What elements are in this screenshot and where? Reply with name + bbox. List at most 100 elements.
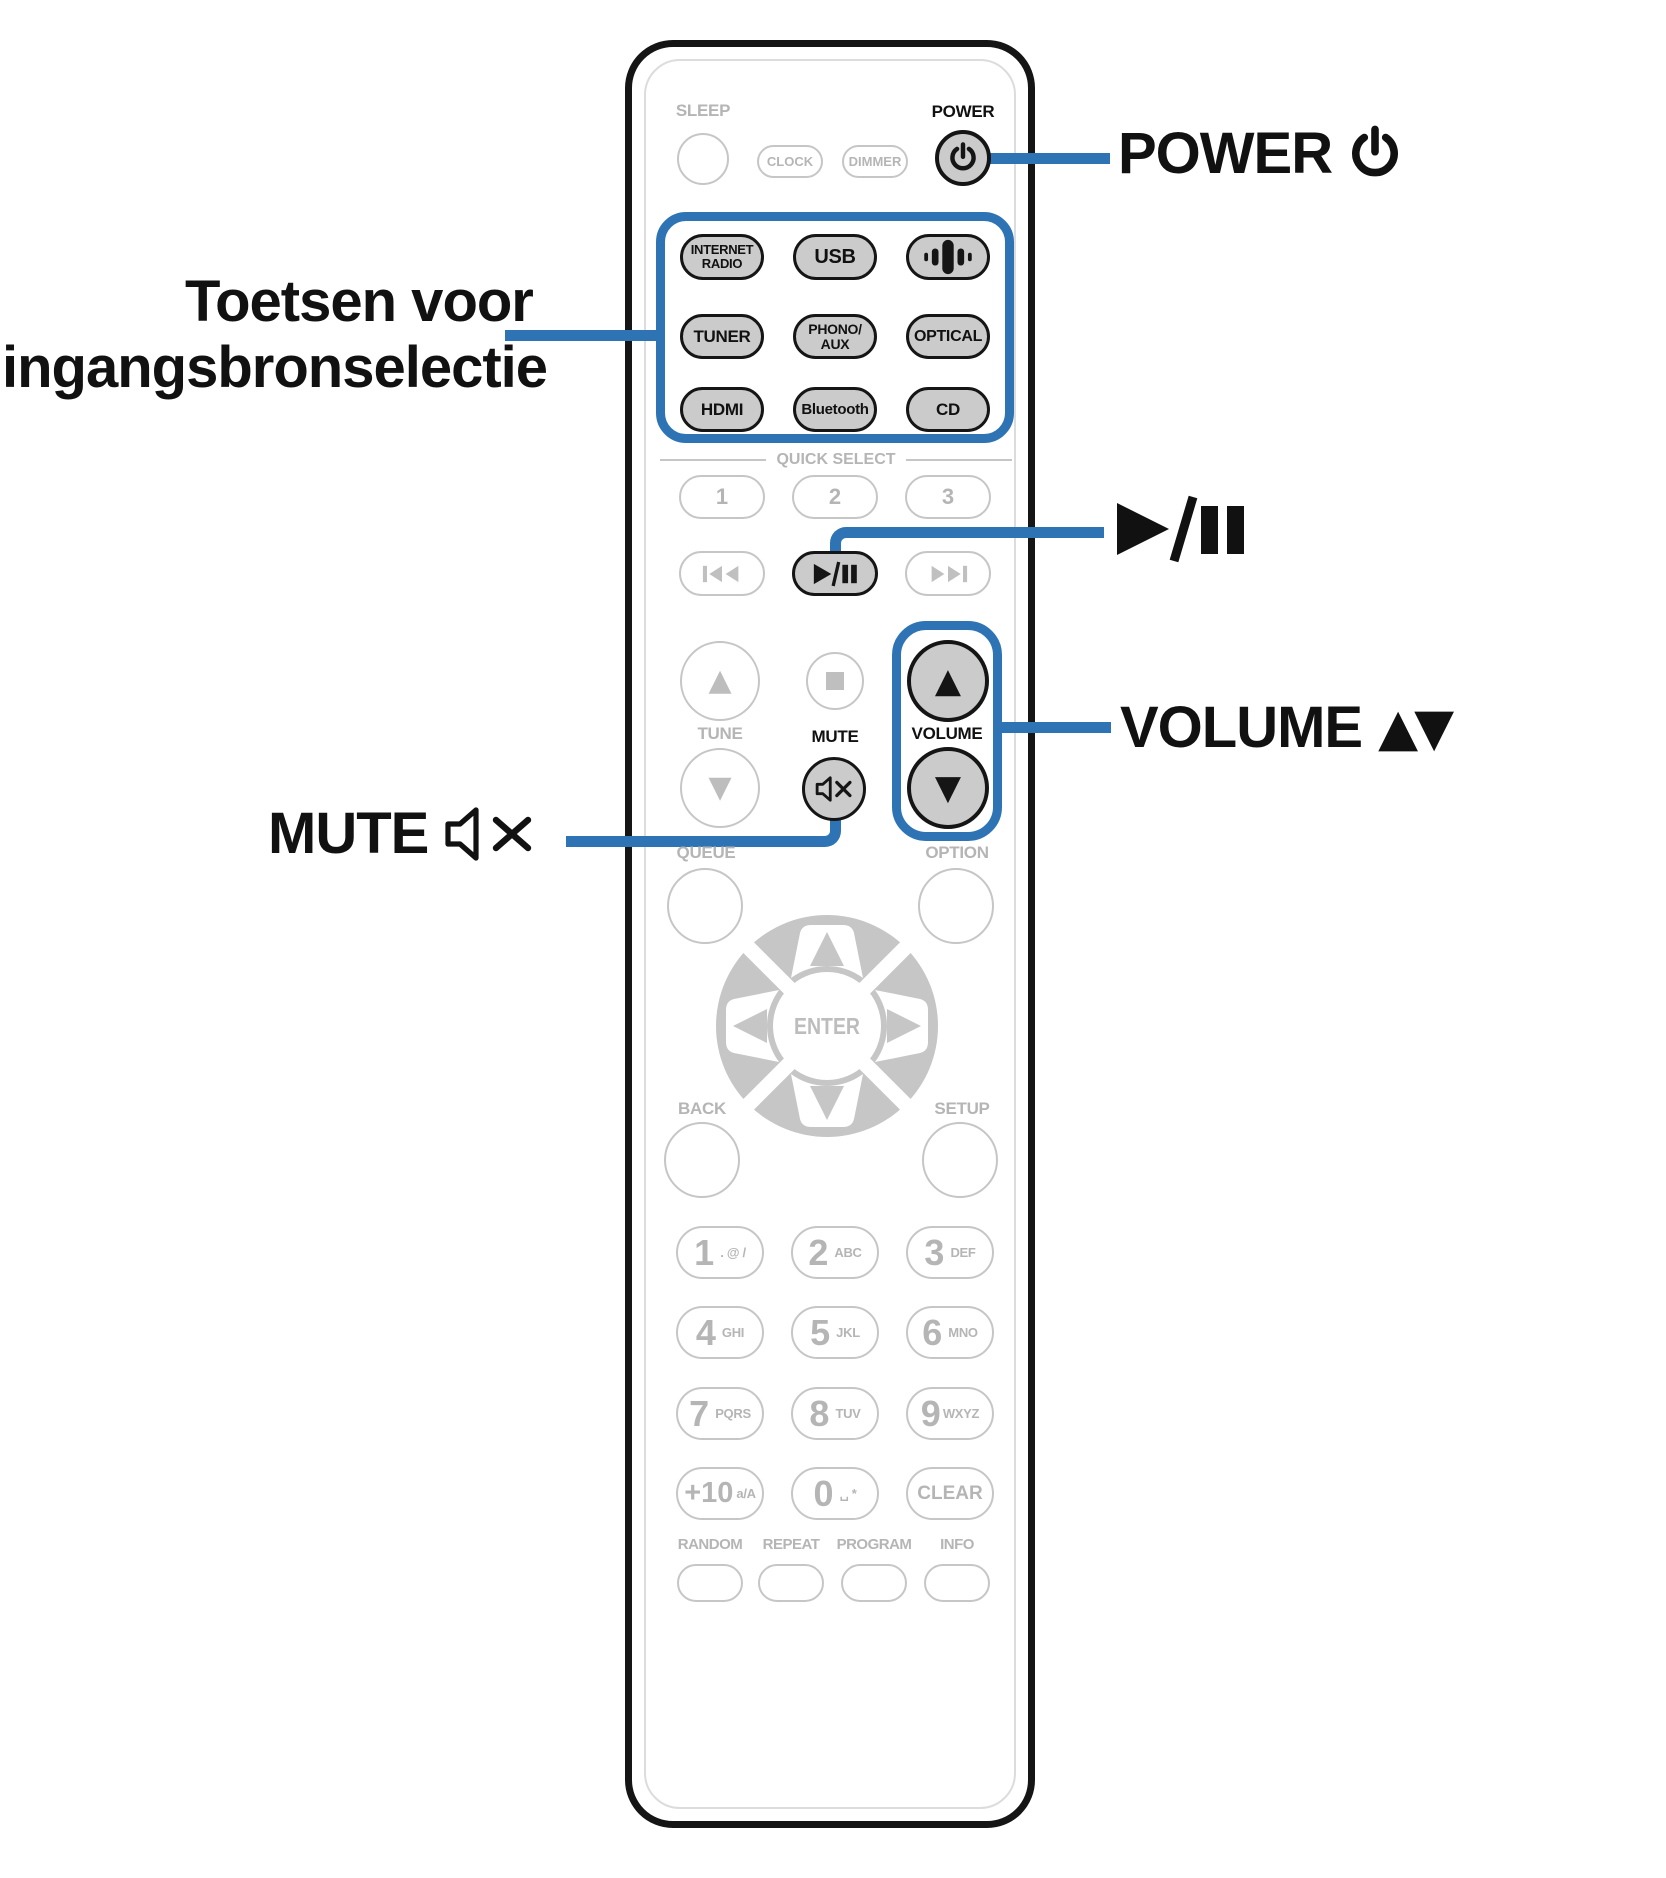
dpad-left-icon bbox=[733, 1009, 767, 1043]
tune-label: TUNE bbox=[697, 724, 743, 743]
dpad-down-icon bbox=[810, 1086, 844, 1120]
tune-down-button[interactable]: ▼ bbox=[680, 748, 760, 828]
source-connector-line bbox=[505, 330, 657, 341]
skip-back-button[interactable] bbox=[679, 551, 765, 596]
volume-connector-line bbox=[999, 722, 1111, 733]
power-callout-text: POWER bbox=[1118, 121, 1333, 186]
queue-button[interactable] bbox=[667, 868, 743, 944]
stop-icon bbox=[826, 672, 844, 690]
key-1-button[interactable]: 1. @ / bbox=[676, 1226, 764, 1279]
dpad-left-button bbox=[726, 990, 779, 1062]
skip-back-icon bbox=[702, 565, 739, 582]
usb-button[interactable]: USB bbox=[793, 234, 877, 280]
network-icon bbox=[924, 239, 972, 275]
quick-select-title: QUICK SELECT bbox=[776, 451, 896, 468]
volume-callout-arrows-icon: ▲▼ bbox=[1378, 697, 1454, 758]
quick-select-3-button[interactable]: 3 bbox=[905, 475, 991, 519]
enter-label: ENTER bbox=[794, 1013, 860, 1039]
sleep-label: SLEEP bbox=[675, 101, 731, 120]
dpad-right-icon bbox=[887, 1009, 921, 1043]
play-pause-button[interactable] bbox=[792, 551, 878, 596]
power-button[interactable] bbox=[935, 130, 991, 186]
skip-forward-button[interactable] bbox=[905, 551, 991, 596]
clock-button[interactable]: CLOCK bbox=[757, 145, 823, 178]
queue-label: QUEUE bbox=[676, 843, 736, 862]
play-pause-connector-line bbox=[830, 527, 1104, 557]
back-label: BACK bbox=[678, 1099, 726, 1118]
back-button[interactable] bbox=[664, 1122, 740, 1198]
skip-forward-icon bbox=[931, 565, 968, 582]
dimmer-button[interactable]: DIMMER bbox=[842, 145, 908, 178]
repeat-label: REPEAT bbox=[762, 1536, 820, 1553]
random-button[interactable] bbox=[677, 1564, 743, 1602]
setup-label: SETUP bbox=[934, 1099, 990, 1118]
mute-button[interactable] bbox=[802, 757, 866, 821]
power-callout-icon bbox=[1352, 125, 1399, 176]
enter-button bbox=[773, 972, 881, 1080]
cd-button[interactable]: CD bbox=[906, 387, 990, 432]
input-source-group-outline bbox=[656, 212, 1014, 443]
volume-down-icon: ▼ bbox=[934, 768, 962, 808]
program-label: PROGRAM bbox=[836, 1536, 912, 1553]
quick-select-header: QUICK SELECT bbox=[660, 451, 1012, 469]
power-button-label: POWER bbox=[931, 102, 995, 121]
random-label: RANDOM bbox=[677, 1536, 743, 1553]
repeat-button[interactable] bbox=[758, 1564, 824, 1602]
volume-up-button[interactable]: ▲ bbox=[907, 640, 989, 722]
volume-callout: VOLUME ▲▼ bbox=[1120, 694, 1454, 761]
option-button[interactable] bbox=[918, 868, 994, 944]
dpad-down-button bbox=[791, 1074, 863, 1127]
tuner-button[interactable]: TUNER bbox=[680, 314, 764, 359]
phono-aux-button[interactable]: PHONO/ AUX bbox=[793, 314, 877, 359]
tune-up-icon: ▲ bbox=[708, 663, 732, 698]
play-pause-callout-icon bbox=[1117, 495, 1244, 563]
power-icon bbox=[950, 142, 976, 171]
stop-button[interactable] bbox=[806, 652, 864, 710]
sleep-button[interactable] bbox=[677, 133, 729, 185]
power-connector-line bbox=[986, 153, 1110, 164]
remote-inner-outline bbox=[644, 59, 1016, 1809]
quick-select-1-button[interactable]: 1 bbox=[679, 475, 765, 519]
power-callout: POWER bbox=[1118, 120, 1402, 187]
mute-button-icon bbox=[815, 776, 852, 802]
program-button[interactable] bbox=[841, 1564, 907, 1602]
mute-connector-line bbox=[566, 812, 841, 847]
dpad-up-button bbox=[791, 925, 863, 978]
quick-select-rule-left bbox=[660, 459, 767, 461]
mute-callout-text: MUTE bbox=[268, 801, 429, 866]
volume-up-icon: ▲ bbox=[934, 661, 962, 701]
volume-group-outline bbox=[892, 621, 1002, 841]
mute-button-label: MUTE bbox=[811, 727, 859, 746]
optical-button[interactable]: OPTICAL bbox=[906, 314, 990, 359]
info-label: INFO bbox=[940, 1536, 974, 1553]
dpad-up-icon bbox=[810, 932, 844, 966]
setup-button[interactable] bbox=[922, 1122, 998, 1198]
volume-down-button[interactable]: ▼ bbox=[907, 747, 989, 829]
quick-select-2-button[interactable]: 2 bbox=[792, 475, 878, 519]
dpad[interactable]: ENTER bbox=[714, 913, 940, 1139]
hdmi-button[interactable]: HDMI bbox=[680, 387, 764, 432]
tune-up-button[interactable]: ▲ bbox=[680, 641, 760, 721]
bluetooth-button[interactable]: Bluetooth bbox=[793, 387, 877, 432]
mute-callout-icon bbox=[445, 806, 532, 861]
key-0-button[interactable]: 0␣ * bbox=[791, 1467, 879, 1520]
source-callout-line1: Toetsen voor bbox=[185, 269, 534, 334]
volume-button-label: VOLUME bbox=[911, 724, 983, 743]
dpad-right-button bbox=[875, 990, 928, 1062]
internet-radio-button[interactable]: INTERNET RADIO bbox=[680, 234, 764, 280]
info-button[interactable] bbox=[924, 1564, 990, 1602]
play-pause-icon bbox=[813, 561, 857, 586]
mute-callout: MUTE bbox=[268, 800, 536, 867]
network-button[interactable] bbox=[906, 234, 990, 280]
clear-button[interactable]: CLEAR bbox=[906, 1467, 994, 1520]
